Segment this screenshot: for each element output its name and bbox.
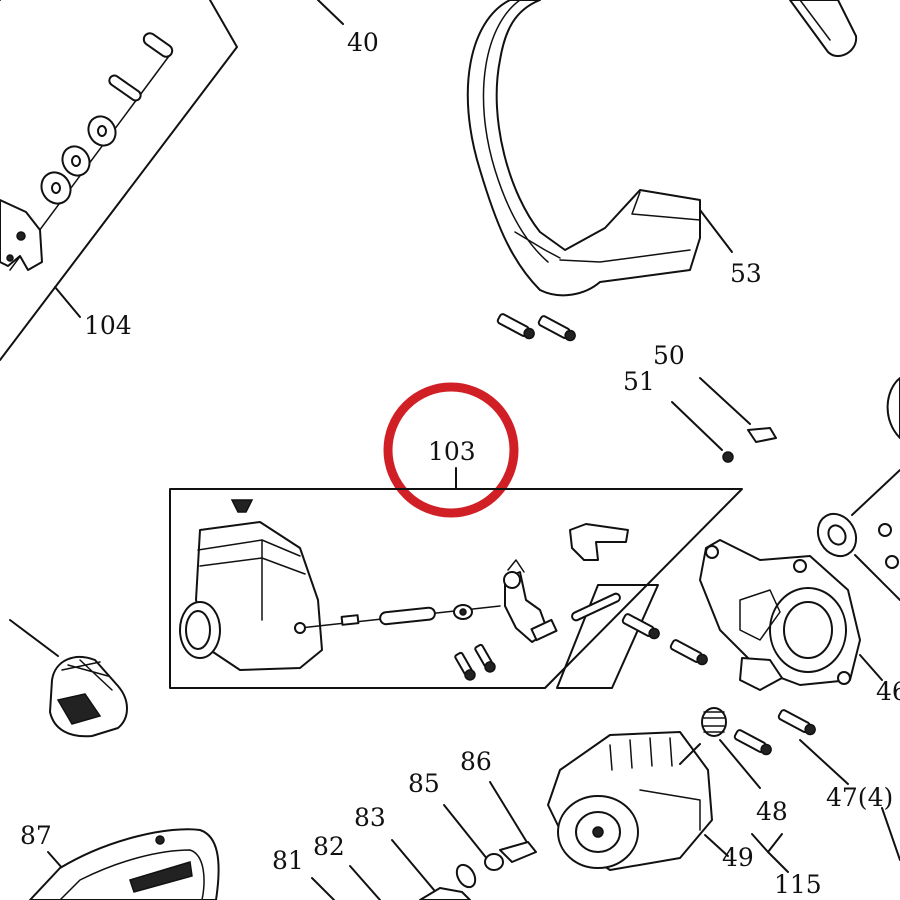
callout-47: 47(4): [826, 783, 893, 812]
screws-47: [733, 709, 900, 861]
guard-87: [29, 828, 220, 900]
leader-40: [317, 0, 344, 25]
callout-85: 85: [408, 769, 440, 798]
tensioner-knob: [9, 619, 128, 738]
callout-104: 104: [84, 311, 132, 340]
kit-104-panel: [0, 0, 238, 361]
motor-49: [547, 731, 729, 871]
callout-51: 51: [623, 367, 655, 396]
callout-103: 103: [428, 437, 476, 466]
callout-115: 115: [774, 870, 822, 899]
gear-housing-46: [669, 469, 900, 691]
callout-81: 81: [272, 846, 304, 875]
callout-82: 82: [313, 832, 345, 861]
highlight-circle-103: [383, 382, 519, 518]
pinion-48: [701, 707, 761, 789]
callout-46: 46: [876, 677, 900, 706]
small-parts-81-86: [419, 841, 537, 900]
callout-49: 49: [722, 843, 754, 872]
clip-50: [747, 427, 777, 443]
callout-50: 50: [653, 341, 685, 370]
callout-83: 83: [354, 803, 386, 832]
front-handle: [466, 0, 858, 297]
handle-screws: [496, 313, 576, 342]
callout-48: 48: [756, 797, 788, 826]
callout-40: 40: [347, 28, 379, 57]
callout-53: 53: [730, 259, 762, 288]
bracket-115: [751, 833, 783, 853]
leader-53: [699, 209, 733, 253]
gear-edge: [886, 377, 900, 439]
kit-103-panel: [169, 488, 743, 689]
callout-86: 86: [460, 747, 492, 776]
callout-87: 87: [20, 821, 52, 850]
screw-51: [722, 451, 734, 463]
